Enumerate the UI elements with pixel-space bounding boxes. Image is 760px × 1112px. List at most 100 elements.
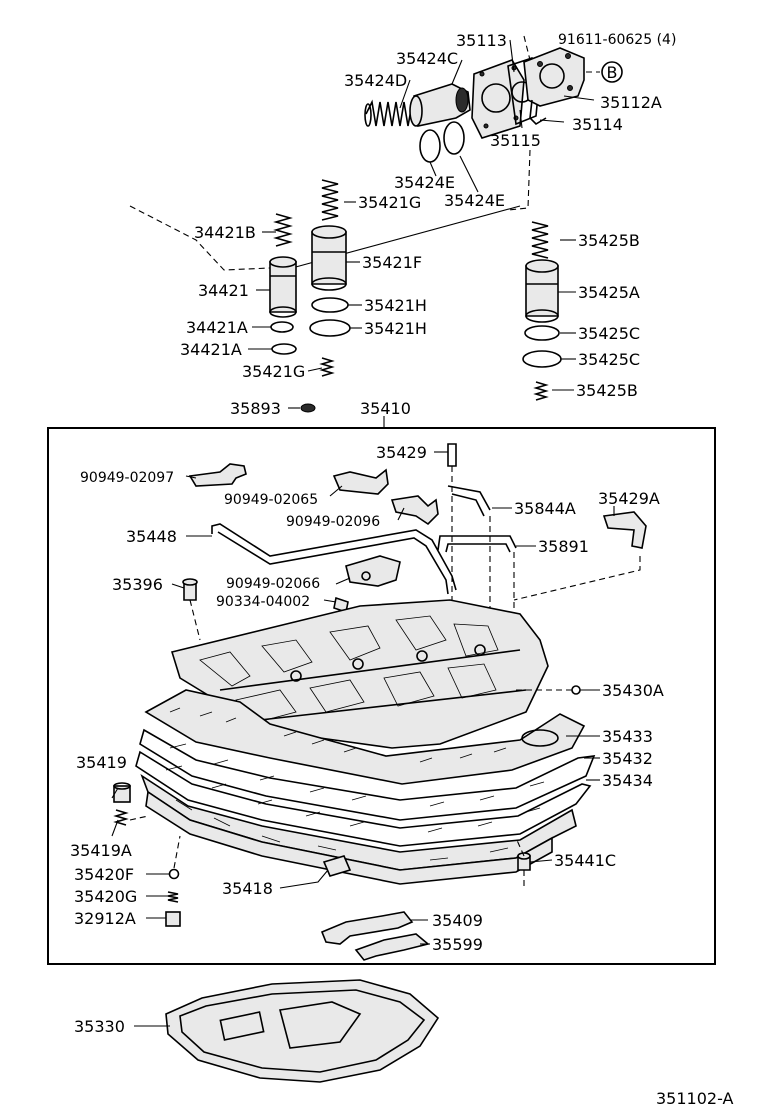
spring-35421g-small (319, 357, 335, 377)
label-35429a: 35429A (598, 489, 660, 508)
label-34421a-a: 34421A (186, 318, 248, 337)
label-90949-02066: 90949-02066 (226, 576, 320, 592)
solenoid-assembly: B (364, 35, 623, 211)
plate-35599 (354, 933, 430, 961)
label-35844a: 35844A (514, 499, 576, 518)
plug-32912a (165, 911, 181, 927)
callout-b-circle (601, 61, 623, 83)
separator-plate-35433 (144, 689, 586, 785)
plug-35396 (182, 578, 198, 601)
label-35432: 35432 (602, 749, 653, 768)
plate-35409 (320, 911, 414, 945)
piston-35425a (525, 259, 559, 323)
label-35419a: 35419A (70, 841, 132, 860)
o-ring-34421a-a (270, 321, 294, 333)
label-35424e-a: 35424E (394, 173, 455, 192)
label-35418: 35418 (222, 879, 273, 898)
label-35448: 35448 (126, 527, 177, 546)
o-ring-35424e-b (443, 121, 465, 155)
o-ring-35425c-a (524, 325, 560, 341)
piston-34421 (269, 256, 297, 318)
label-35420g: 35420G (74, 887, 137, 906)
o-ring-35421h-a (311, 297, 349, 313)
label-35409: 35409 (432, 911, 483, 930)
label-35429: 35429 (376, 443, 427, 462)
callout-b-label: B (607, 63, 618, 82)
label-35410: 35410 (360, 399, 411, 418)
label-35112a: 35112A (600, 93, 662, 112)
gasket-35434 (135, 750, 592, 847)
gasket-35432 (139, 728, 596, 821)
o-ring-35421h-b (309, 319, 351, 337)
bracket-90949-02065 (332, 468, 389, 495)
spring-35425b-small (533, 381, 549, 401)
label-90334-04002: 90334-04002 (216, 594, 310, 610)
oil-pan-35330 (165, 979, 440, 1083)
label-35113: 35113 (456, 31, 507, 50)
o-ring-34421a-b (271, 343, 297, 355)
label-35115: 35115 (490, 131, 541, 150)
label-90949-02096: 90949-02096 (286, 514, 380, 530)
spring-34421b (273, 213, 293, 247)
label-32912a: 32912A (74, 909, 136, 928)
label-35424e-b: 35424E (444, 191, 505, 210)
label-35424d: 35424D (344, 71, 407, 90)
flange-35113 (471, 59, 525, 139)
label-35114: 35114 (572, 115, 623, 134)
tube-35844a (447, 485, 491, 517)
valve-body-frame (47, 427, 716, 965)
plunger-35424c (409, 83, 471, 127)
label-35430a: 35430A (602, 681, 664, 700)
label-35425b-b: 35425B (576, 381, 638, 400)
spring-35424d (364, 99, 413, 127)
leader-lines (111, 39, 615, 1027)
label-35434: 35434 (602, 771, 653, 790)
o-ring-35424e-a (419, 129, 441, 163)
label-35441c: 35441C (554, 851, 616, 870)
label-35421h-a: 35421H (364, 296, 427, 315)
o-ring-35425c-b (522, 350, 562, 368)
piston-35421f (311, 225, 347, 291)
spring-35419a (113, 809, 129, 826)
plate-90949-02066 (345, 555, 401, 587)
spring-35425b (531, 221, 549, 259)
bracket-90949-02097 (188, 463, 247, 487)
label-35893: 35893 (230, 399, 281, 418)
bracket-90949-02096 (390, 495, 439, 526)
label-35396: 35396 (112, 575, 163, 594)
pipe-35429 (447, 443, 457, 467)
label-34421a-b: 34421A (180, 340, 242, 359)
label-90949-02097: 90949-02097 (80, 470, 174, 486)
plug-35441c (517, 852, 531, 871)
label-35425b-a: 35425B (578, 231, 640, 250)
label-35599: 35599 (432, 935, 483, 954)
label-34421b: 34421B (194, 223, 256, 242)
cover-35114 (523, 47, 585, 126)
label-90949-02065: 90949-02065 (224, 492, 318, 508)
figure-code: 351102-A (656, 1089, 734, 1108)
tube-35448 (211, 523, 457, 595)
ball-35420f (168, 868, 180, 880)
tube-35891 (437, 535, 517, 553)
pipe-35429a (602, 511, 647, 549)
spring-35421g (321, 179, 339, 221)
label-35421g-b: 35421G (242, 362, 305, 381)
assembly-line-left (129, 205, 271, 271)
spring-35420g (167, 891, 179, 903)
label-35424c: 35424C (396, 49, 458, 68)
label-35433: 35433 (602, 727, 653, 746)
label-35419: 35419 (76, 753, 127, 772)
label-91611-60625: 91611-60625 (4) (558, 32, 676, 48)
label-35421h-b: 35421H (364, 319, 427, 338)
check-ball-35893 (300, 403, 316, 413)
label-35891: 35891 (538, 537, 589, 556)
label-35421f: 35421F (362, 253, 422, 272)
plug-35419 (113, 782, 131, 803)
label-35425a: 35425A (578, 283, 640, 302)
label-35421g-a: 35421G (358, 193, 421, 212)
label-35330: 35330 (74, 1017, 125, 1036)
label-35425c-b: 35425C (578, 350, 640, 369)
label-34421: 34421 (198, 281, 249, 300)
label-35420f: 35420F (74, 865, 134, 884)
